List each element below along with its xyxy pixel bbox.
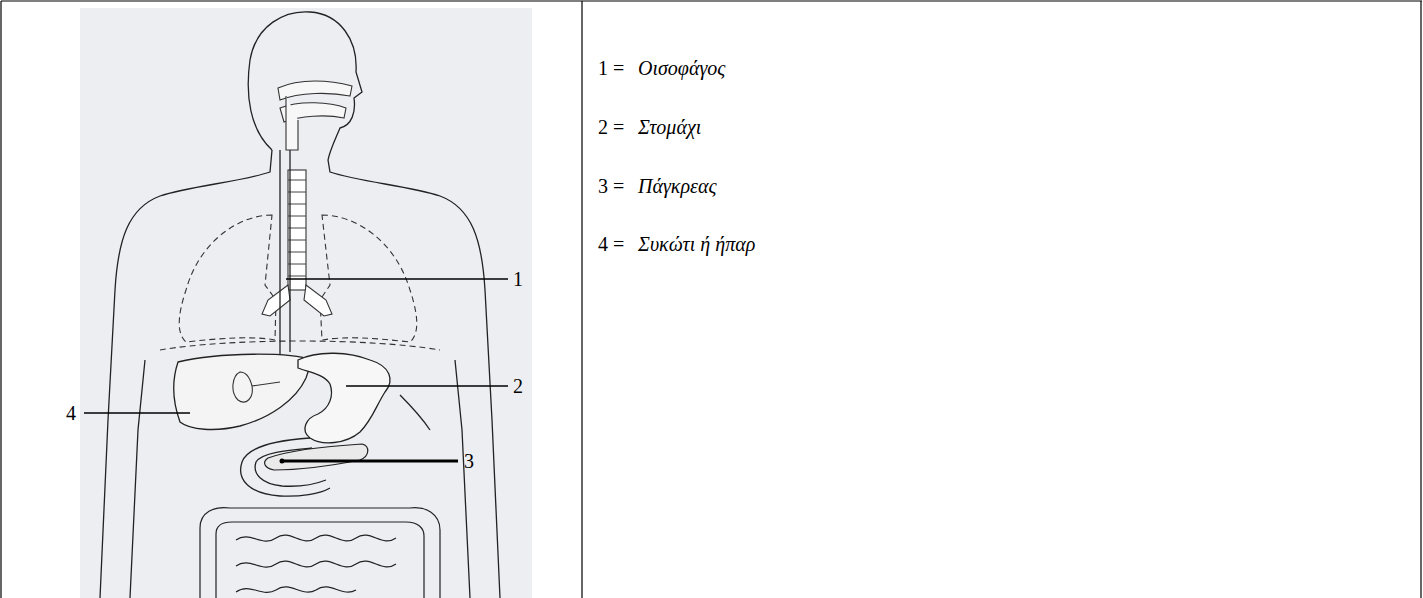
- callout-number: 4: [66, 401, 76, 425]
- legend-number: 3 =: [598, 174, 624, 198]
- organ-name: Στομάχι: [638, 115, 701, 139]
- legend-number: 1 =: [598, 56, 624, 80]
- leader-dot: [280, 459, 285, 464]
- leader-line: [84, 279, 508, 461]
- trachea-rings: [288, 180, 306, 276]
- callout-number: 2: [513, 374, 523, 398]
- trachea: [262, 170, 332, 316]
- picture-ground: [80, 8, 532, 598]
- esophagus: [280, 150, 300, 368]
- intestines: [200, 508, 440, 598]
- legend-number: 4 =: [598, 232, 624, 256]
- legend-number: 2 =: [598, 115, 624, 139]
- gallbladder: [233, 372, 280, 402]
- organ-name: Συκώτι ή ήπαρ: [638, 232, 755, 256]
- body-outline: [100, 12, 500, 598]
- callout-number: 1: [513, 267, 523, 291]
- pancreas: [265, 444, 368, 470]
- oral-cavity: [278, 81, 352, 150]
- stomach: [298, 353, 390, 443]
- organ-name: Πάγκρεας: [638, 174, 717, 198]
- liver: [174, 354, 312, 429]
- organ-name: Οισοφάγος: [638, 56, 725, 80]
- callout-number: 3: [464, 449, 474, 473]
